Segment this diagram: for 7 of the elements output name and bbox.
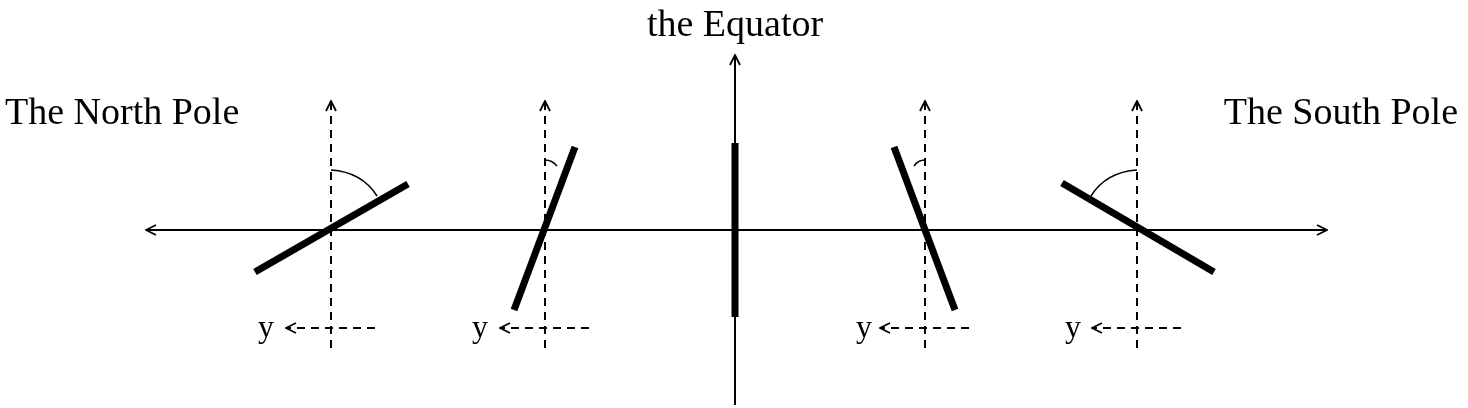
axis-label: The South Pole [1223,92,1458,130]
axis-label: y [472,310,488,342]
axis-label: the Equator [646,4,824,42]
axis-label: The North Pole [5,92,240,130]
axis-label: y [1065,310,1081,342]
axis-label: y [258,310,274,342]
axis-label: y [856,310,872,342]
